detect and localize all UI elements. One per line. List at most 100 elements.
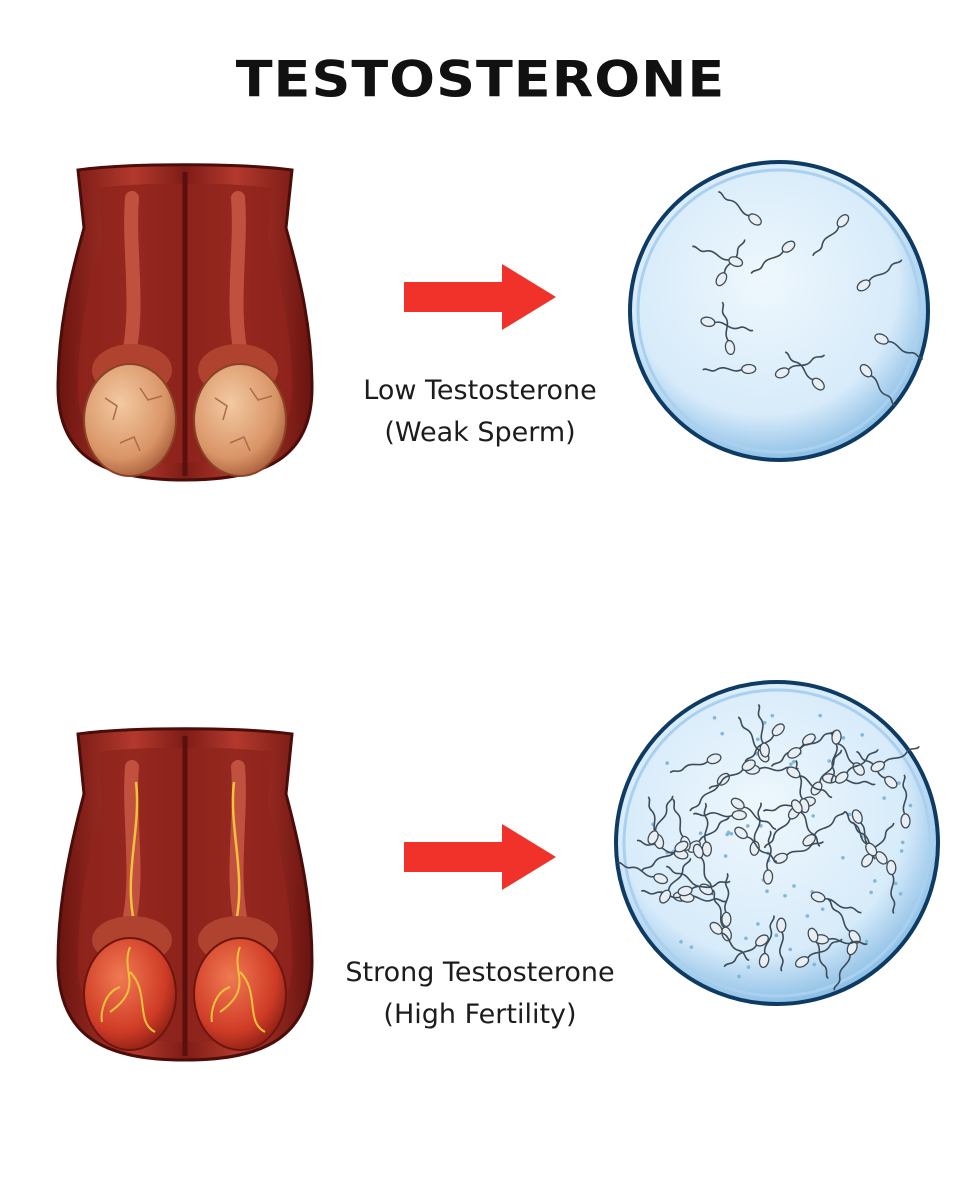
- sperm-cell: [641, 840, 689, 871]
- particle-dot: [774, 933, 779, 938]
- sperm-cell: [810, 891, 862, 914]
- sperm-cell: [718, 191, 762, 226]
- sperm-cell: [856, 259, 903, 292]
- sperm-cell: [677, 880, 731, 897]
- sperm-cell: [784, 351, 825, 391]
- dish-inner-ring: [636, 168, 922, 454]
- sperm-cell: [830, 729, 842, 784]
- particle-dot: [792, 884, 796, 888]
- sperm-cell: [721, 301, 736, 356]
- particle-dot: [811, 814, 815, 818]
- particle-dot: [770, 713, 775, 718]
- particle-dot: [898, 891, 903, 896]
- particle-dot: [908, 803, 913, 808]
- particle-dot: [827, 759, 832, 763]
- sperm-cell: [859, 363, 896, 407]
- sperm-cell: [757, 703, 770, 758]
- right-arrow-icon: [404, 824, 556, 890]
- sperm-cell: [708, 759, 756, 790]
- particle-dot: [841, 736, 846, 740]
- sperm-cell: [692, 843, 714, 896]
- label-low-testosterone: Low Testosterone (Weak Sperm): [310, 370, 650, 454]
- sperm-cell: [758, 915, 775, 969]
- particle-dot: [756, 922, 760, 926]
- sperm-cell: [786, 766, 833, 799]
- sperm-cell: [856, 750, 898, 789]
- sperm-cell: [773, 840, 824, 864]
- particle-dot: [882, 796, 886, 800]
- particle-dot: [746, 965, 751, 969]
- label-strong-line2: (High Fertility): [383, 999, 577, 1030]
- sperm-cell: [691, 245, 744, 268]
- particle-dot: [765, 889, 769, 893]
- sperm-cell: [723, 934, 769, 968]
- particle-dot: [723, 854, 728, 858]
- particle-dot: [812, 962, 817, 967]
- sperm-cell: [812, 214, 850, 257]
- particle-dot: [805, 914, 810, 918]
- petri-dish-weak-sperm: [628, 160, 930, 462]
- sperm-cell: [669, 753, 722, 774]
- sperm-cell: [709, 921, 750, 962]
- sperm-cell: [870, 745, 920, 773]
- sperm-cell: [617, 861, 669, 885]
- label-strong-line1: Strong Testosterone: [345, 957, 615, 988]
- particle-dot: [783, 893, 787, 898]
- sperm-cell: [750, 240, 796, 275]
- sperm-cell: [721, 872, 732, 928]
- testes-illustration-high: [56, 727, 314, 1062]
- particle-dot: [899, 849, 904, 853]
- particle-dot: [820, 907, 825, 911]
- sperm-cell: [900, 774, 911, 829]
- page-title: TESTOSTERONE: [235, 50, 726, 109]
- sperm-cell: [776, 917, 787, 972]
- sperm-cell: [874, 333, 924, 360]
- sperm-cell: [790, 799, 821, 847]
- particle-dot: [737, 974, 741, 979]
- particle-dot: [679, 940, 683, 944]
- sperm-cell: [807, 927, 829, 980]
- sperm-cell: [715, 239, 746, 287]
- particle-dot: [712, 715, 717, 720]
- particle-dot: [860, 733, 865, 737]
- right-arrow-icon: [404, 264, 556, 330]
- sperm-cell: [647, 795, 674, 845]
- sperm-cell: [702, 363, 757, 375]
- sperm-cell: [744, 723, 785, 763]
- sperm-cell: [762, 830, 774, 885]
- particle-dot: [789, 762, 793, 766]
- particle-dot: [756, 737, 760, 742]
- particle-dot: [698, 831, 703, 836]
- dish-inner-ring: [622, 688, 932, 998]
- sperm-cell: [774, 354, 826, 379]
- label-low-line2: (Weak Sperm): [384, 417, 576, 448]
- testes-illustration-low: [56, 163, 314, 482]
- particle-dot: [897, 781, 901, 785]
- sperm-cell: [787, 730, 836, 759]
- petri-dish-high-fertility: [614, 680, 940, 1006]
- particle-dot: [791, 759, 796, 764]
- sperm-cell: [834, 748, 879, 784]
- particle-dot: [864, 939, 869, 944]
- particle-dot: [873, 879, 877, 883]
- sperm-cell: [692, 809, 747, 821]
- sperm-cell: [844, 810, 878, 857]
- sperm-cell: [700, 316, 754, 332]
- particle-dot: [818, 713, 822, 718]
- particle-dot: [847, 812, 852, 817]
- sperm-cell: [730, 797, 777, 830]
- particle-dot: [900, 840, 905, 845]
- particle-dot: [726, 830, 731, 835]
- label-strong-testosterone: Strong Testosterone (High Fertility): [290, 952, 670, 1036]
- particle-dot: [869, 890, 873, 895]
- particle-dot: [729, 831, 734, 836]
- particle-dot: [788, 947, 793, 952]
- particle-dot: [745, 824, 750, 828]
- particle-dot: [841, 856, 845, 860]
- sperm-cell: [886, 859, 897, 914]
- dish-rim: [628, 160, 930, 462]
- particle-dot: [689, 945, 694, 949]
- particle-dot: [893, 881, 898, 886]
- label-low-line1: Low Testosterone: [363, 375, 597, 406]
- particle-dot: [665, 761, 669, 765]
